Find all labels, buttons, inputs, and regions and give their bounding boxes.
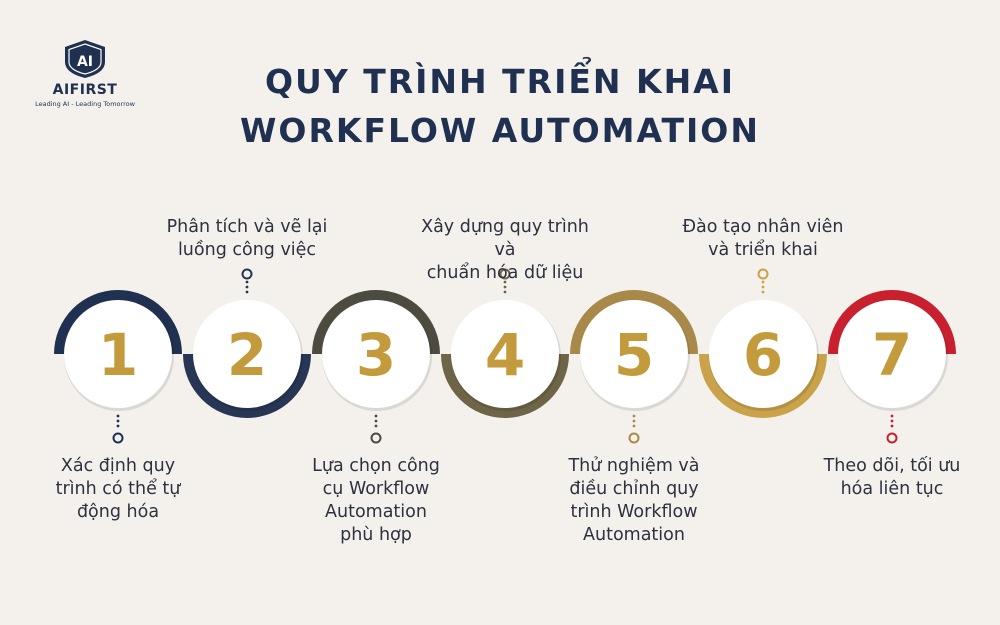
step-number: 7 <box>872 321 912 389</box>
step-label-line: điều chỉnh quy <box>569 479 699 499</box>
step-label-line: và triển khai <box>708 240 818 260</box>
step-circle <box>64 300 172 408</box>
connector-dot <box>890 424 894 428</box>
logo-monogram: AI <box>77 54 93 70</box>
connector-dot <box>632 424 636 428</box>
step-number: 1 <box>98 321 138 389</box>
step-circle <box>709 300 817 408</box>
step-label-line: Đào tạo nhân viên <box>682 217 844 237</box>
connector-ring <box>370 432 382 444</box>
brand-tagline: Leading AI - Leading Tomorrow <box>35 100 135 108</box>
step-circle <box>193 300 301 408</box>
step-number: 3 <box>356 321 396 389</box>
shield-logo-icon: AI <box>65 40 105 78</box>
step-label-line: luồng công việc <box>177 240 317 260</box>
connector-dot <box>761 290 765 294</box>
connector-ring <box>628 432 640 444</box>
page-title-line-1: QUY TRÌNH TRIỂN KHAI <box>264 62 735 101</box>
step-5-label: Thử nghiệm và điều chỉnh quy trình Workflo… <box>549 455 719 547</box>
connector-dot <box>503 290 507 294</box>
step-circle <box>838 300 946 408</box>
connector-ring <box>112 432 124 444</box>
step-4: 4 <box>441 268 569 418</box>
step-label-line: Xây dựng quy trình và <box>421 217 589 260</box>
step-label-line: Phân tích và vẽ lại <box>166 217 328 237</box>
step-label-line: phù hợp <box>340 525 412 545</box>
connector-dot <box>503 280 507 284</box>
connector-dot <box>503 285 507 289</box>
step-circle <box>580 300 688 408</box>
step-label-line: động hóa <box>76 502 160 522</box>
connector-dot <box>245 290 249 294</box>
step-label-line: Thử nghiệm và <box>568 456 700 476</box>
step-arc <box>441 354 569 418</box>
step-label-line: Automation <box>583 525 685 545</box>
step-7-label: Theo dõi, tối ưu hóa liên tục <box>807 455 977 501</box>
step-2-label: Phân tích và vẽ lại luồng công việc <box>162 216 332 262</box>
step-2: 2 <box>183 268 311 418</box>
step-label-line: Automation <box>325 502 427 522</box>
step-number: 5 <box>614 321 654 389</box>
connector-dot <box>890 419 894 423</box>
connector-ring <box>886 432 898 444</box>
step-number: 2 <box>227 321 267 389</box>
connector-dot <box>116 414 120 418</box>
step-5: 5 <box>570 290 698 444</box>
step-6: 6 <box>699 268 827 418</box>
connector-dot <box>890 414 894 418</box>
step-label-line: Theo dõi, tối ưu <box>823 456 961 476</box>
connector-dot <box>374 414 378 418</box>
connector-dot <box>632 414 636 418</box>
step-1: 1 <box>54 290 182 444</box>
connector-dot <box>374 424 378 428</box>
step-circle <box>322 300 430 408</box>
connector-dot <box>632 419 636 423</box>
step-arc <box>183 354 311 418</box>
step-number: 6 <box>743 321 783 389</box>
step-6-label: Đào tạo nhân viên và triển khai <box>678 216 848 262</box>
connector-dot <box>245 280 249 284</box>
step-label-line: hóa liên tục <box>840 479 944 499</box>
connector-ring <box>757 268 769 280</box>
step-3: 3 <box>312 290 440 444</box>
connector-dot <box>374 419 378 423</box>
step-arc <box>54 290 182 354</box>
connector-dot <box>245 285 249 289</box>
step-label-line: chuẩn hóa dữ liệu <box>426 263 584 283</box>
step-7: 7 <box>828 290 956 444</box>
step-label-line: Lựa chọn công <box>312 456 440 476</box>
step-label-line: Xác định quy <box>60 456 176 476</box>
step-circle <box>451 300 559 408</box>
step-number: 4 <box>485 321 525 389</box>
connector-ring <box>499 268 511 280</box>
step-4-label: Xây dựng quy trình và chuẩn hóa dữ liệu <box>420 216 590 285</box>
step-1-label: Xác định quy trình có thể tự động hóa <box>33 455 203 524</box>
step-arc <box>312 290 440 354</box>
step-label-line: trình có thể tự <box>55 479 181 499</box>
connector-dot <box>761 285 765 289</box>
step-arc <box>699 354 827 418</box>
brand-logo: AI AIFIRST Leading AI - Leading Tomorrow <box>30 38 140 108</box>
connector-dot <box>761 280 765 284</box>
brand-name: AIFIRST <box>52 82 118 98</box>
page-title-line-2: WORKFLOW AUTOMATION <box>240 111 760 150</box>
connector-dot <box>116 424 120 428</box>
step-arc <box>828 290 956 354</box>
step-arc <box>570 290 698 354</box>
step-label-line: trình Workflow <box>570 502 698 522</box>
connector-dot <box>116 419 120 423</box>
step-label-line: cụ Workflow <box>322 479 430 499</box>
connector-ring <box>241 268 253 280</box>
